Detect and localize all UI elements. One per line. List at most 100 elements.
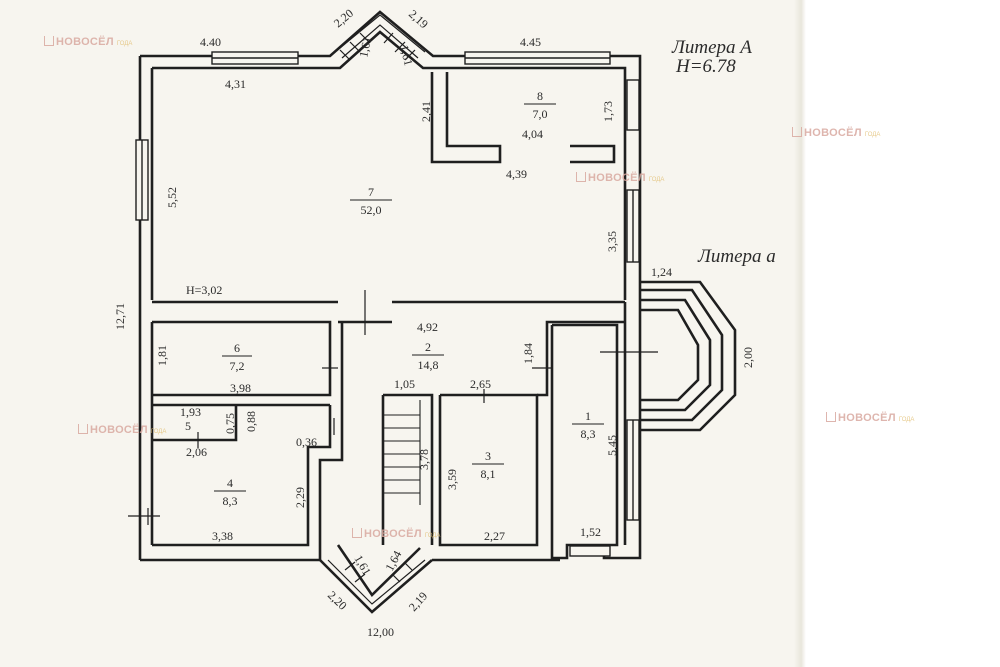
dim-7: 1,61: [397, 43, 416, 67]
watermark-logo-icon: [792, 127, 802, 137]
dim-22: 2,65: [470, 377, 491, 391]
window-bottom-room1: [569, 545, 611, 557]
bay-window-frames: [327, 14, 426, 605]
dim-38: 2,19: [406, 589, 430, 614]
dim-9: 4,04: [522, 127, 543, 141]
room7-number: 7: [368, 185, 374, 199]
dim-14: 1,24: [651, 265, 672, 279]
dim-28: 3,78: [417, 449, 431, 470]
room7-height: Н=3,02: [186, 283, 222, 297]
room1-area: 8,3: [581, 427, 596, 441]
dim-12: 5,52: [165, 187, 179, 208]
dim-11: 4,39: [506, 167, 527, 181]
plan-sheet: [0, 0, 806, 667]
dim-19: 3,98: [230, 381, 251, 395]
room5-number: 5: [185, 419, 191, 433]
dim-36: 1,64: [382, 548, 404, 573]
room1-number: 1: [585, 409, 591, 423]
wall-room4: [152, 405, 332, 547]
watermark-logo-icon: [44, 36, 54, 46]
sheet-edge: [794, 0, 806, 667]
dim-27: 0,36: [296, 435, 317, 449]
watermark-logo-icon: [78, 424, 88, 434]
room4-number: 4: [227, 476, 233, 490]
dim-31: 2,29: [293, 487, 307, 508]
dim-1: 4.40: [200, 35, 221, 49]
dim-32: 3,38: [212, 529, 233, 543]
litera-annex: Литера а: [697, 246, 776, 267]
window-right-room8: [626, 79, 640, 131]
stairs: [383, 400, 421, 505]
dim-10: 1,73: [601, 101, 615, 122]
walls: [138, 10, 737, 614]
dim-17: 4,92: [417, 320, 438, 334]
floor-plan: 7 52,0 8 7,0 6 7,2 2 14,8 5 4 8,3 3 8,1 …: [113, 6, 776, 639]
room-labels: 7 52,0 8 7,0 6 7,2 2 14,8 5 4 8,3 3 8,1 …: [185, 89, 604, 508]
dim-4: 4.45: [520, 35, 541, 49]
dim-24: 0,75: [223, 413, 237, 434]
room7-area: 52,0: [361, 203, 382, 217]
bay-bottom-inner: [336, 544, 421, 598]
room8-number: 8: [537, 89, 543, 103]
outer-wall-top-inner: [152, 30, 627, 300]
dim-26: 2,06: [186, 445, 207, 459]
room3-number: 3: [485, 449, 491, 463]
dim-33: 2,27: [484, 529, 505, 543]
windows: [135, 51, 640, 557]
wall-stair: [383, 393, 434, 545]
room2-number: 2: [425, 340, 431, 354]
dim-37: 2,20: [325, 588, 350, 613]
dim-5: 4,31: [225, 77, 246, 91]
dim-29: 3,59: [445, 469, 459, 490]
door-marks: [128, 290, 658, 525]
dim-25: 0,88: [244, 411, 258, 432]
annex-mid: [640, 288, 724, 422]
dim-35: 1,61: [351, 553, 374, 578]
wall-room6: [152, 320, 332, 397]
dimension-labels: 4.40 2,20 2,19 4.45 4,31 1,61 1,61 2,41 …: [113, 6, 755, 639]
litera-main-height: Н=6.78: [675, 56, 736, 77]
dim-23: 1,93: [180, 405, 201, 419]
dim-18: 1,81: [155, 345, 169, 366]
room4-area: 8,3: [223, 494, 238, 508]
wall-hall2-left: [318, 322, 344, 560]
dim-16: 12,71: [113, 303, 127, 330]
dim-3: 2,19: [406, 7, 431, 31]
dim-21: 1,05: [394, 377, 415, 391]
dim-34: 1,52: [580, 525, 601, 539]
litera-main: Литера А: [671, 37, 752, 58]
wall-room5: [152, 405, 238, 442]
room6-area: 7,2: [230, 359, 245, 373]
dim-8: 2,41: [419, 101, 433, 122]
annex-outer: [640, 280, 737, 432]
room3-area: 8,1: [481, 467, 496, 481]
watermark-logo-icon: [352, 528, 362, 538]
wall-room8-right: [570, 144, 616, 164]
dim-30: 5,45: [605, 435, 619, 456]
annex-core: [640, 308, 700, 402]
dim-20: 1,84: [521, 343, 535, 364]
annex-inner: [640, 298, 712, 412]
dim-6: 1,61: [356, 35, 374, 58]
watermark-logo-icon: [576, 172, 586, 182]
dim-39: 12,00: [367, 625, 394, 639]
room8-area: 7,0: [533, 107, 548, 121]
literas: Литера А Н=6.78 Литера а: [671, 37, 776, 267]
watermark-logo-icon: [826, 412, 836, 422]
wall-room1: [550, 323, 619, 560]
dim-2: 2,20: [331, 6, 356, 30]
wall-room8: [430, 72, 502, 164]
dim-13: 3,35: [605, 231, 619, 252]
bay-bottom: [319, 559, 433, 614]
wall-hall2-right: [537, 320, 625, 397]
dim-15: 2,00: [741, 347, 755, 368]
room2-area: 14,8: [418, 358, 439, 372]
wall-room3: [438, 393, 539, 547]
room6-number: 6: [234, 341, 240, 355]
